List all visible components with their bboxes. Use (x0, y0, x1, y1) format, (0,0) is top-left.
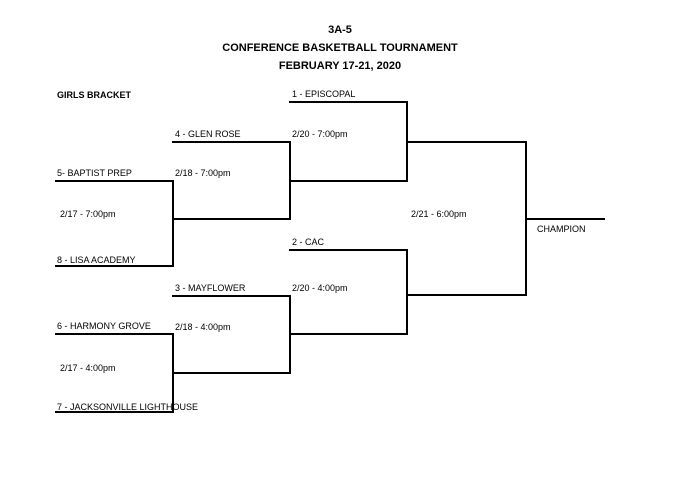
game-time-quarter-top: 2/18 - 7:00pm (175, 168, 231, 178)
bracket-line (172, 295, 290, 297)
bracket-line (406, 249, 408, 335)
bracket-line (55, 180, 173, 182)
bracket-line (289, 249, 407, 251)
bracket-line (172, 372, 290, 374)
bracket-line (289, 333, 407, 335)
tournament-title: CONFERENCE BASKETBALL TOURNAMENT (222, 42, 458, 54)
bracket-line (172, 141, 290, 143)
bracket-line (406, 141, 526, 143)
bracket-line (172, 218, 290, 220)
team-seed3: 3 - MAYFLOWER (175, 283, 246, 293)
bracket-line (55, 411, 173, 413)
tournament-dates: FEBRUARY 17-21, 2020 (278, 60, 402, 72)
team-seed4: 4 - GLEN ROSE (175, 129, 241, 139)
game-time-final: 2/21 - 6:00pm (411, 209, 467, 219)
game-time-semi-bottom: 2/20 - 4:00pm (292, 283, 348, 293)
bracket-line (406, 294, 526, 296)
champion-label: CHAMPION (537, 224, 586, 234)
bracket-label: GIRLS BRACKET (57, 90, 131, 100)
tournament-classification: 3A-5 (328, 24, 352, 36)
team-seed5: 5- BAPTIST PREP (57, 168, 132, 178)
game-time-semi-top: 2/20 - 7:00pm (292, 129, 348, 139)
bracket-line (525, 218, 605, 220)
bracket-line (289, 101, 407, 103)
team-seed2: 2 - CAC (292, 237, 325, 247)
bracket-line (172, 180, 174, 267)
bracket-line (55, 333, 173, 335)
game-time-first-round-bottom: 2/17 - 4:00pm (60, 363, 116, 373)
game-time-quarter-bottom: 2/18 - 4:00pm (175, 322, 231, 332)
team-seed8: 8 - LISA ACADEMY (57, 255, 136, 265)
bracket-line (55, 265, 173, 267)
game-time-first-round-top: 2/17 - 7:00pm (60, 209, 116, 219)
team-seed1: 1 - EPISCOPAL (292, 89, 356, 99)
team-seed7: 7 - JACKSONVILLE LIGHTHOUSE (57, 402, 199, 412)
bracket-line (289, 180, 407, 182)
team-seed6: 6 - HARMONY GROVE (57, 321, 151, 331)
